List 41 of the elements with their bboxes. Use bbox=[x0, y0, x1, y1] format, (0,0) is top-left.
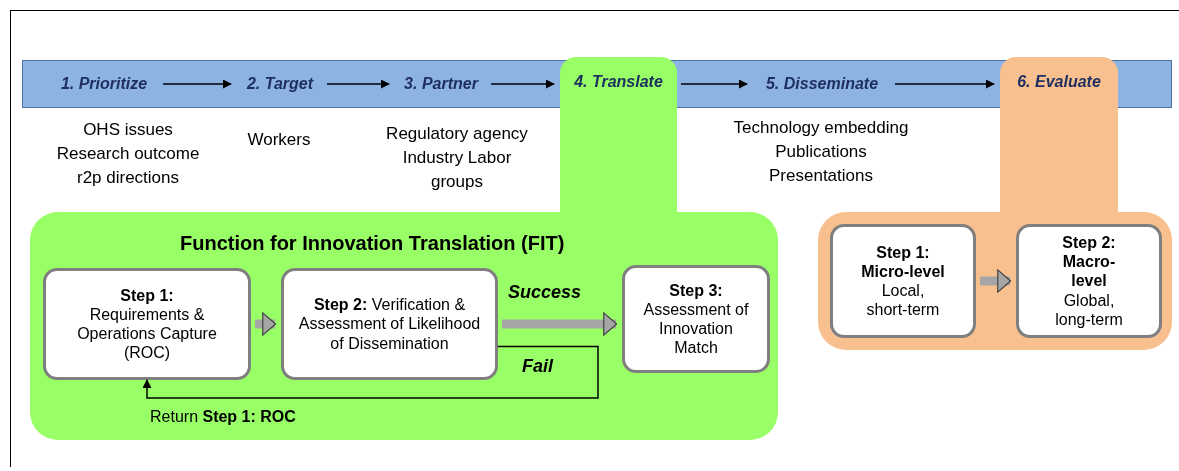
stage-label: 5. Disseminate bbox=[753, 75, 891, 93]
box-text: Step 2: Verification & Assessment of Likelihood of Dissemination bbox=[297, 295, 482, 353]
stage-label: 4. Translate bbox=[574, 73, 663, 92]
arrow bbox=[142, 345, 599, 399]
group-panel bbox=[30, 212, 778, 440]
stage-label: 1. Prioritize bbox=[49, 75, 159, 93]
stage-label: 6. Evaluate bbox=[1017, 73, 1101, 92]
stage-description: Technology embedding Publications Presentations bbox=[732, 117, 910, 187]
block-arrow bbox=[255, 312, 277, 336]
group-panel bbox=[818, 212, 1172, 350]
box-text: Global, long-term bbox=[1054, 290, 1124, 329]
arrow bbox=[680, 79, 748, 89]
box-text: Step 1: bbox=[120, 285, 174, 305]
box-text: Assessment of Innovation Match bbox=[642, 299, 750, 358]
box-text: Step 3: bbox=[669, 280, 723, 300]
box-text: Step 1: bbox=[876, 242, 930, 262]
stage-description: OHS issues Research outcome r2p directions bbox=[55, 119, 201, 189]
stage-tab bbox=[1000, 57, 1118, 212]
process-box bbox=[830, 224, 976, 338]
process-box bbox=[622, 265, 770, 373]
box-text: Requirements & Operations Capture (ROC) bbox=[76, 304, 218, 363]
box-text: Macro-level bbox=[1061, 252, 1117, 291]
stage-description: Workers bbox=[246, 129, 312, 151]
arrow bbox=[490, 79, 555, 89]
note-text: Return Step 1: ROC bbox=[150, 408, 296, 426]
box-text: Local, short-term bbox=[865, 281, 941, 320]
stage-tab bbox=[560, 57, 677, 212]
arrow bbox=[162, 79, 232, 89]
box-text: Step 2: bbox=[1062, 233, 1116, 253]
process-box bbox=[43, 268, 251, 380]
stage-label: 3. Partner bbox=[395, 75, 487, 93]
arrow bbox=[894, 79, 995, 89]
stage-description: Regulatory agency Industry Labor groups bbox=[385, 123, 529, 193]
block-arrow bbox=[980, 269, 1012, 293]
stage-label: 2. Target bbox=[237, 75, 323, 93]
process-box bbox=[1016, 224, 1162, 338]
process-box bbox=[281, 268, 498, 380]
panel-title: Function for Innovation Translation (FIT) bbox=[180, 232, 565, 255]
arrow bbox=[326, 79, 390, 89]
block-arrow bbox=[502, 312, 618, 336]
box-text: Micro-level bbox=[861, 261, 945, 281]
